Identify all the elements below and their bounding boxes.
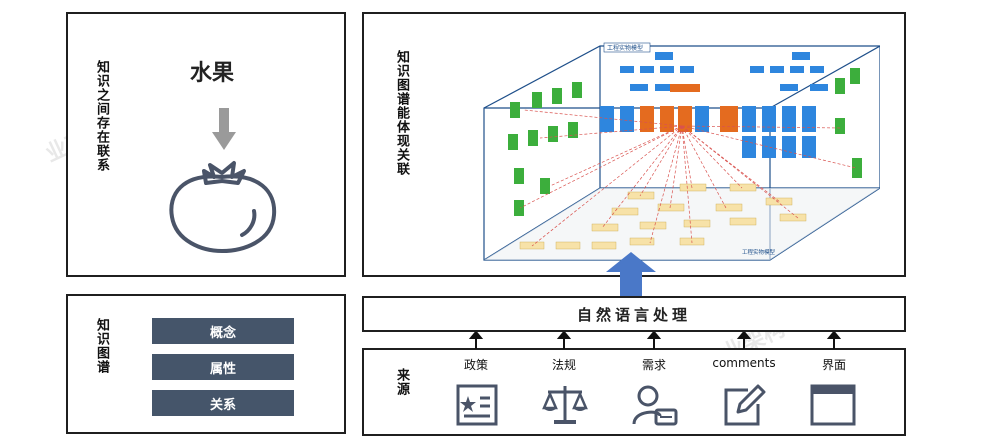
relation-box: 关系 (152, 390, 294, 416)
graph-title: 工程实物模型 (607, 44, 643, 52)
window-icon (810, 384, 856, 426)
nlp-panel (362, 296, 906, 332)
nlp-label: 自然语言处理 (576, 305, 691, 324)
components-panel-label: 知识图谱 (94, 318, 109, 374)
scales-icon (542, 386, 588, 424)
user-request-icon (632, 385, 678, 426)
up-arrow-icon (606, 252, 656, 298)
sources-panel-label: 来源 (394, 368, 409, 396)
source-label-requirement: 需求 (641, 358, 666, 372)
down-arrow-icon (212, 108, 236, 150)
graph-footer: 工程实物模型 (742, 248, 776, 256)
source-label-regulation: 法规 (551, 358, 576, 372)
knowledge-graph-illustration: 工程实物模型 工程实物模型 (483, 42, 880, 261)
fruit-title: 水果 (190, 61, 235, 86)
concept-box: 概念 (152, 318, 294, 344)
source-arrows (468, 332, 842, 349)
source-label-interface: 界面 (821, 358, 846, 372)
graph-panel-label: 知识图谱能体现关联 (394, 50, 409, 176)
policy-document-icon (456, 384, 498, 426)
edit-icon (724, 384, 766, 426)
source-label-policy: 政策 (463, 358, 488, 372)
tomato-icon (169, 161, 277, 254)
attribute-box: 属性 (152, 354, 294, 380)
fruit-panel (66, 12, 346, 277)
source-label-comments: comments (712, 356, 776, 370)
fruit-panel-label: 知识之间存在联系 (94, 60, 109, 172)
